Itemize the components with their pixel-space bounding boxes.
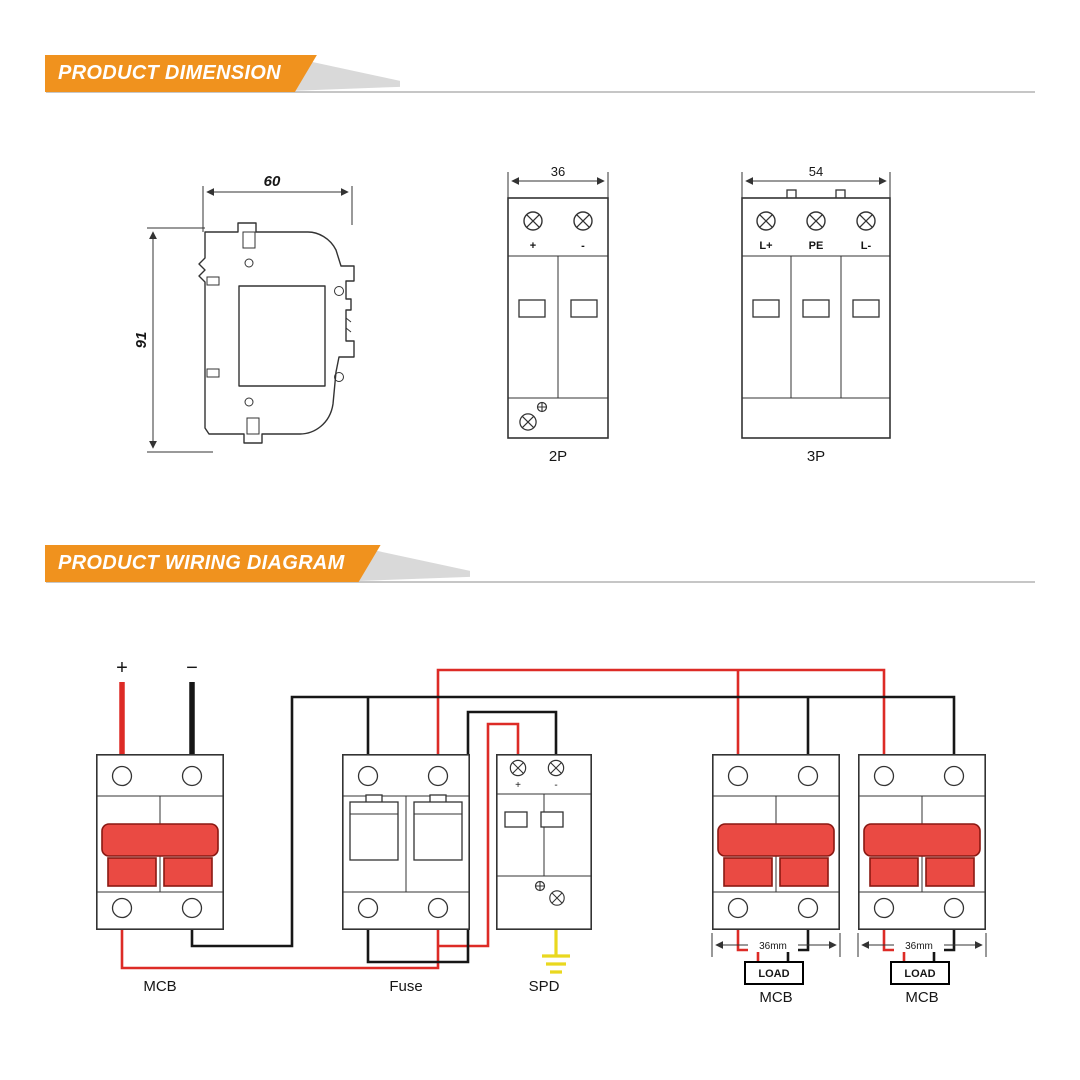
positive-bus-wire (436, 668, 886, 754)
dimension-section-title: PRODUCT DIMENSION (45, 55, 317, 92)
mcb-to-fuse-positive-wire (120, 930, 440, 970)
3p-terminal-3-label: L- (861, 240, 872, 252)
wiring-banner-underline (46, 581, 1035, 583)
3p-screw-lminus (856, 211, 876, 231)
side-profile-outline (198, 222, 355, 444)
load2-extension-lines (857, 933, 987, 957)
front-view-2p-drawing: 36 + - 2P (507, 164, 609, 465)
load1-box (744, 961, 804, 985)
spd-neg-label: - (554, 780, 557, 791)
mcb-load-breaker-2 (857, 753, 987, 931)
spd-bottom-small-screw (534, 880, 546, 892)
load1-annotations: 36mm LOAD MCB (711, 933, 841, 1006)
load2-box (890, 961, 950, 985)
2p-width-label: 36 (551, 164, 565, 179)
2p-terminal-pos-label: + (530, 240, 536, 252)
3p-screw-pe (806, 211, 826, 231)
dimension-banner-underline (46, 91, 1035, 93)
3p-caption: 3P (807, 448, 825, 465)
spd-window-left (504, 811, 528, 828)
input-negative-label: − (186, 657, 198, 679)
rail-teeth (345, 317, 352, 333)
front-view-3p-drawing: 54 L+ PE L- 3P (741, 164, 891, 465)
rail-hole-top (334, 286, 344, 296)
3p-width-label: 54 (809, 164, 823, 179)
input-positive-label: + (116, 657, 128, 679)
3p-window-2 (802, 299, 830, 318)
spd-caption: SPD (529, 978, 560, 995)
load1-dim-label: 36mm (759, 941, 787, 952)
spd-section-lines (496, 793, 592, 877)
screw-hole-bottom (244, 397, 254, 407)
width-extension-lines (202, 186, 353, 232)
spd-window-right (540, 811, 564, 828)
fuse-holder (341, 753, 471, 931)
2p-bottom-small-screw (536, 401, 548, 413)
3p-terminal-1-label: L+ (759, 240, 772, 252)
earth-ground-icon (542, 954, 570, 974)
mcb-main-caption: MCB (143, 978, 176, 995)
2p-bottom-screw (519, 413, 537, 431)
fuse-caption: Fuse (389, 978, 422, 995)
load1-dim-label-bg (748, 937, 798, 952)
left-tab-upper (206, 276, 220, 286)
spd-pos-label: + (515, 780, 521, 791)
2p-extension-lines (507, 172, 609, 198)
wiring-diagram: + − + - (95, 657, 987, 1006)
2p-terminal-neg-label: - (581, 240, 585, 252)
rail-hole-bottom (334, 372, 344, 382)
load2-annotations: 36mm LOAD MCB (857, 933, 987, 1006)
height-extension-lines (147, 227, 213, 453)
negative-bus-wire (190, 695, 956, 948)
3p-extension-lines (741, 172, 891, 198)
spd-ground-screw (549, 890, 565, 906)
load2-mcb-caption: MCB (905, 989, 938, 1006)
screw-hole-top (244, 258, 254, 268)
spd-screw-plus (509, 759, 527, 777)
mcb-main-breaker (95, 753, 225, 931)
load1-mcb-caption: MCB (759, 989, 792, 1006)
fuse-to-spd-positive-wire (438, 722, 520, 948)
side-body-block (238, 285, 326, 387)
3p-window-3 (852, 299, 880, 318)
side-view-drawing: 60 91 (133, 173, 355, 453)
spd-screw-minus (547, 759, 565, 777)
top-clip-detail (242, 231, 256, 249)
load2-dim-label: 36mm (905, 941, 933, 952)
3p-screw-lplus (756, 211, 776, 231)
2p-window-left (518, 299, 546, 318)
3p-section-lines (742, 255, 890, 399)
left-tab-lower (206, 368, 220, 378)
2p-window-right (570, 299, 598, 318)
3p-window-1 (752, 299, 780, 318)
mcb-load-breaker-1 (711, 753, 841, 931)
load2-label: LOAD (904, 968, 935, 980)
load1-label: LOAD (758, 968, 789, 980)
2p-screw-minus (573, 211, 593, 231)
2p-section-lines (508, 255, 608, 399)
load1-extension-lines (711, 933, 841, 957)
2p-caption: 2P (549, 448, 567, 465)
side-width-label: 60 (264, 173, 281, 190)
3p-body (741, 197, 891, 439)
wiring-section-title: PRODUCT WIRING DIAGRAM (45, 545, 381, 582)
spd-device: + - (496, 754, 593, 930)
side-height-label: 91 (133, 332, 150, 349)
2p-screw-plus (523, 211, 543, 231)
load2-dim-label-bg (894, 937, 944, 952)
bottom-clip-detail (246, 417, 260, 435)
3p-terminal-2-label: PE (809, 240, 824, 252)
